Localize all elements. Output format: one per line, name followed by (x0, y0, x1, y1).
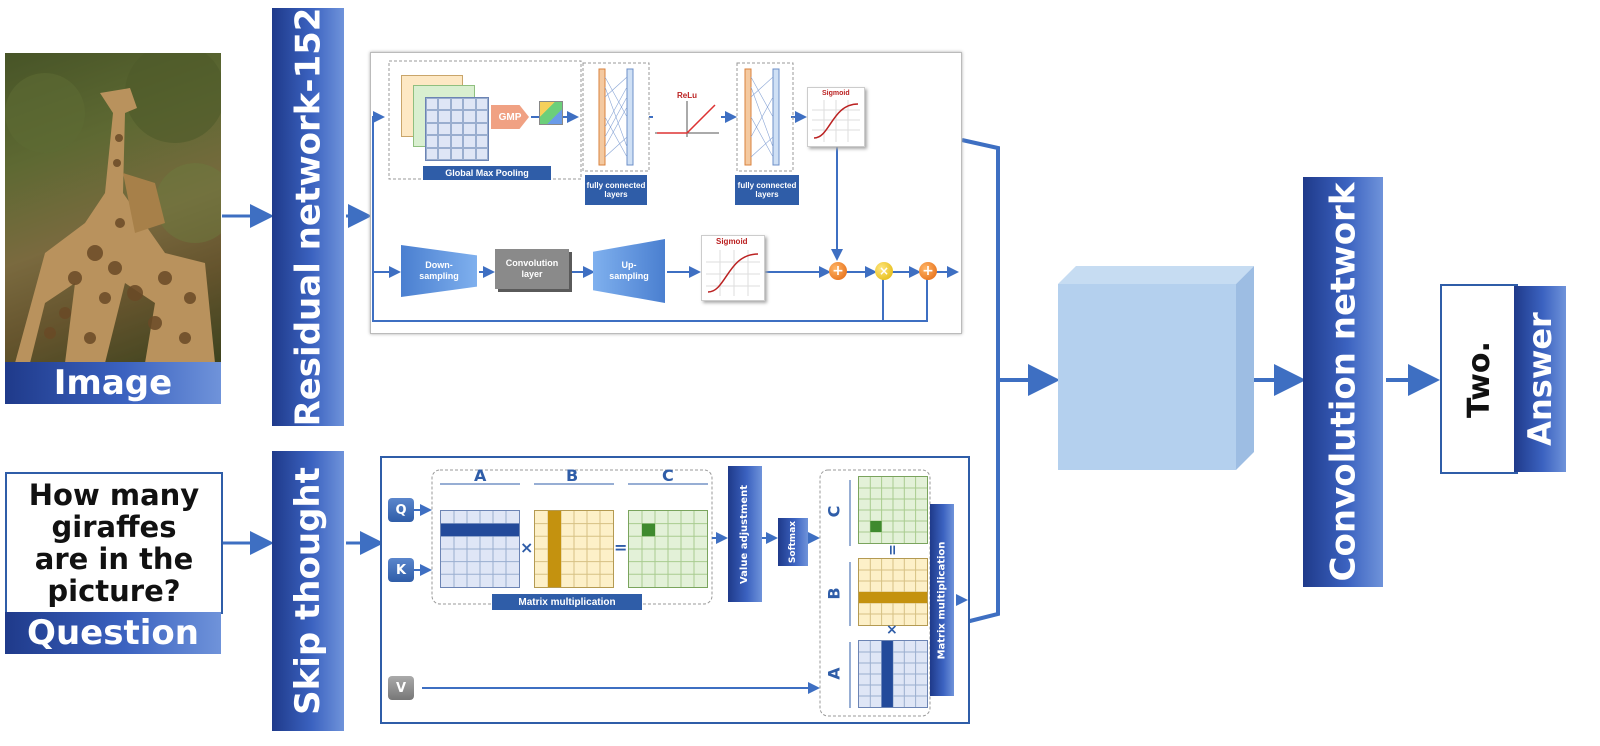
value-adjustment-label: Value adjustment (739, 484, 751, 584)
fc-layer-1-label: fully connected layers (585, 175, 647, 205)
fc-layer-2-label: fully connected layers (735, 175, 799, 205)
softmax-block: Softmax (778, 518, 808, 566)
sigmoid-top-graph: Sigmoid (807, 87, 865, 147)
fused-feature-cube (1058, 266, 1254, 470)
matrix-a2-grid (859, 641, 927, 707)
matrix-b-grid (535, 511, 613, 587)
softmax-label: Softmax (788, 520, 799, 564)
self-attention-panel: Q K V A B C × = Matrix multiplication (380, 456, 970, 724)
skip-thought-block: Skip thought (272, 451, 344, 731)
skip-thought-label: Skip thought (288, 467, 328, 715)
gmp-label: GMP (498, 111, 522, 123)
key-input-node: K (388, 558, 414, 582)
matrix-c-label: C (662, 466, 674, 485)
pooled-vector-cube (539, 101, 563, 125)
question-label: Question (5, 612, 221, 654)
matmul-vertical-label: Matrix multiplication (936, 541, 948, 659)
arrow-bottom-merge (965, 380, 1000, 624)
convolution-layer-text: Convolution layer (505, 258, 559, 279)
gmp-caption: Global Max Pooling (445, 167, 529, 178)
upsampling-text: Up-sampling (609, 260, 649, 281)
answer-label: Answer (1521, 312, 1560, 446)
answer-label-block: Answer (1514, 286, 1566, 472)
times-sign-2: × (886, 622, 898, 638)
convolution-network-label: Convolution network (1323, 182, 1363, 582)
add-op-icon: + (829, 262, 847, 280)
matrix-b2 (858, 558, 928, 626)
times-sign: × (520, 538, 534, 557)
sigmoid-spatial-label: Sigmoid (716, 237, 748, 246)
giraffe-photo (5, 43, 235, 363)
fc-layer-1-graphic (598, 68, 634, 166)
matrix-c2-label: C (824, 505, 844, 518)
value-adjustment-block: Value adjustment (728, 466, 762, 602)
question-label-text: Question (27, 613, 199, 653)
answer-value: Two. (1461, 340, 1497, 418)
sigmoid-top-label: Sigmoid (822, 90, 850, 97)
matrix-c2 (858, 476, 928, 544)
image-label: Image (5, 362, 221, 404)
matrix-b2-label: B (824, 587, 844, 600)
matrix-b (534, 510, 614, 588)
fc-layer-1-text: fully connected layers (586, 181, 646, 199)
matrix-c2-grid (859, 477, 927, 543)
residual-add-op-icon: + (919, 262, 937, 280)
matrix-b2-grid (859, 559, 927, 625)
sigmoid-spatial-curve (706, 250, 760, 296)
matrix-c (628, 510, 708, 588)
matrix-a-grid (441, 511, 519, 587)
relu-curve (655, 101, 719, 137)
resnet-label: Residual network-152 (288, 7, 329, 427)
attention-connectors (372, 60, 959, 322)
gmp-caption-bar: Global Max Pooling (423, 166, 551, 180)
arrow-top-merge (961, 138, 1060, 396)
matrix-a2-label: A (824, 667, 844, 680)
value-input-node: V (388, 676, 414, 700)
question-text: How many giraffes are in the picture? (28, 478, 200, 608)
convolution-layer-block: Convolution layer (495, 249, 569, 289)
sigmoid-top-curve (812, 100, 860, 142)
downsampling-text: Down-sampling (419, 260, 459, 281)
self-attention-connectors (414, 469, 968, 717)
fc-layer-2-text: fully connected layers (737, 181, 797, 199)
equals-sign-2: = (883, 544, 900, 556)
image-label-text: Image (53, 363, 173, 403)
matrix-a-label: A (474, 466, 487, 485)
matrix-a (440, 510, 520, 588)
multiply-op-icon: × (875, 262, 893, 280)
matrix-a2 (858, 640, 928, 708)
query-label: Q (395, 502, 407, 518)
key-label: K (395, 562, 407, 578)
query-input-node: Q (388, 498, 414, 522)
matrix-b-label: B (566, 466, 579, 485)
feature-map-front (425, 97, 489, 161)
relu-label: ReLu (677, 91, 697, 100)
equals-sign: = (614, 538, 628, 557)
value-label: V (395, 680, 407, 696)
question-box: How many giraffes are in the picture? (5, 472, 223, 614)
fc-layer-2-graphic (744, 68, 780, 166)
giraffe-illustration (5, 43, 235, 363)
resnet-block: Residual network-152 (272, 8, 344, 426)
matrix-c-grid (629, 511, 707, 587)
matmul-caption-bar: Matrix multiplication (492, 594, 642, 610)
matmul-caption: Matrix multiplication (518, 596, 616, 608)
attention-module-panel: GMP Global Max Pooling fully connected l… (370, 52, 962, 334)
convolution-network-block: Convolution network (1303, 177, 1383, 587)
matmul-vertical-block: Matrix multiplication (930, 504, 954, 696)
sigmoid-spatial-graph: Sigmoid (701, 235, 765, 301)
relu-graph: ReLu (653, 91, 721, 139)
answer-box: Two. (1440, 284, 1518, 474)
